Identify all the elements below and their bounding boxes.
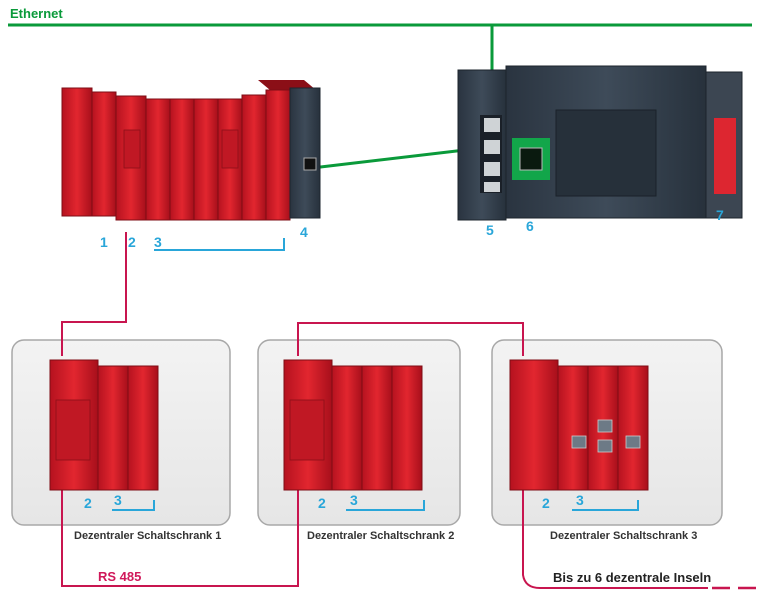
extension-label: Bis zu 6 dezentrale Inseln (553, 570, 712, 585)
cabinet-1-callout-2: 2 (84, 495, 92, 511)
cabinet-3-callout-3: 3 (576, 492, 584, 508)
cabinet-3-island (509, 359, 649, 491)
cabinet-3-callout-2: 2 (542, 495, 550, 511)
callout-3-bracket-main (154, 238, 285, 251)
callout-6: 6 (526, 218, 534, 234)
plc-controller (457, 65, 743, 221)
main-safety-island (61, 80, 321, 221)
callout-5: 5 (486, 222, 494, 238)
callout-3-bracket-cab2 (346, 500, 425, 511)
ethernet-title: Ethernet (10, 6, 63, 21)
cabinet-2-callout-2: 2 (318, 495, 326, 511)
cabinet-2-callout-3: 3 (350, 492, 358, 508)
cabinet-2-island (283, 359, 423, 491)
callout-3: 3 (154, 234, 162, 250)
callout-3-bracket-cab1 (112, 500, 155, 511)
rs485-line-cab2-to-cab3 (297, 322, 524, 356)
rs485-label: RS 485 (98, 569, 142, 584)
callout-1: 1 (100, 234, 108, 250)
cabinet-1-label: Dezentraler Schaltschrank 1 (74, 530, 222, 542)
cabinet-2-label: Dezentraler Schaltschrank 2 (307, 530, 455, 542)
cabinet-3-label: Dezentraler Schaltschrank 3 (550, 530, 698, 542)
cabinet-1-island (49, 359, 159, 491)
cabinet-1-callout-3: 3 (114, 492, 122, 508)
rs485-line-main-to-cab1 (61, 232, 127, 356)
callout-2: 2 (128, 234, 136, 250)
callout-7: 7 (716, 207, 724, 223)
rs485-line-extension (522, 488, 708, 589)
callout-4: 4 (300, 224, 308, 240)
callout-3-bracket-cab3 (572, 500, 639, 511)
ethernet-link-line (311, 146, 483, 170)
rs485-line-cab1-to-cab2 (61, 488, 299, 587)
